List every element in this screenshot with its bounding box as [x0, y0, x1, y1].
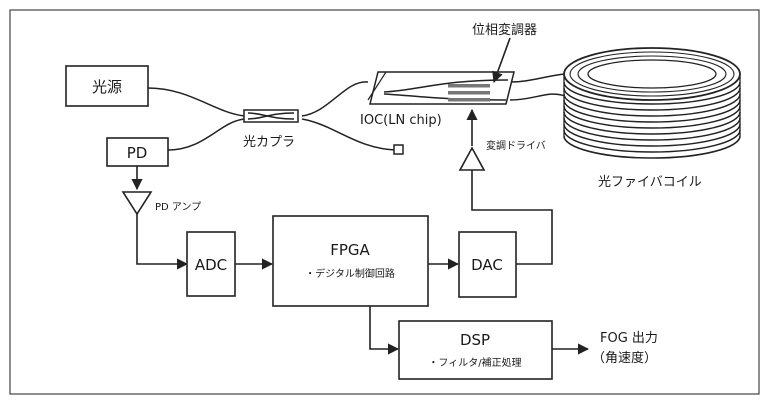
ioc-label: IOC(LN chip) — [360, 113, 442, 128]
adc-label: ADC — [195, 256, 227, 274]
fog-output-label: FOG 出力 — [600, 331, 658, 346]
light-source-label: 光源 — [92, 78, 122, 96]
fiber-terminator — [393, 144, 404, 155]
light-source-block: 光源 — [65, 65, 149, 107]
fiber-coil-label: 光ファイバコイル — [598, 175, 702, 190]
pd-amp-label: PD アンプ — [155, 201, 201, 213]
dsp-title: DSP — [460, 331, 490, 349]
pd-label: PD — [127, 144, 148, 162]
dac-label: DAC — [471, 256, 503, 274]
dac-block: DAC — [458, 231, 517, 298]
electrode-bottom — [448, 98, 490, 102]
electrode-top — [448, 84, 490, 88]
outer-frame — [9, 9, 760, 395]
signal-wires — [131, 108, 590, 355]
fpga-title: FPGA — [330, 241, 370, 259]
optical-coupler — [243, 109, 299, 123]
fog-output-sub-label: （角速度） — [592, 350, 657, 366]
mod-driver-icon — [458, 146, 486, 171]
pd-block: PD — [106, 137, 169, 167]
electrode-mid — [448, 91, 490, 95]
pd-amp-icon — [121, 191, 153, 216]
fpga-block: FPGA ・デジタル制御回路 — [272, 215, 429, 307]
ioc-chip — [367, 71, 515, 105]
coupler-label: 光カプラ — [243, 135, 295, 150]
mod-driver-label: 変調ドライバ — [486, 139, 546, 152]
fiber-coil-icon — [563, 47, 741, 159]
optical-fibers — [147, 73, 566, 151]
dsp-block: DSP ・フィルタ/補正処理 — [398, 320, 553, 380]
dsp-subtitle: ・フィルタ/補正処理 — [428, 356, 521, 369]
fpga-subtitle: ・デジタル制御回路 — [305, 267, 395, 280]
adc-block: ADC — [186, 231, 236, 297]
phase-modulator-label: 位相変調器 — [472, 22, 537, 38]
phase-modulator-pointer — [492, 37, 511, 84]
